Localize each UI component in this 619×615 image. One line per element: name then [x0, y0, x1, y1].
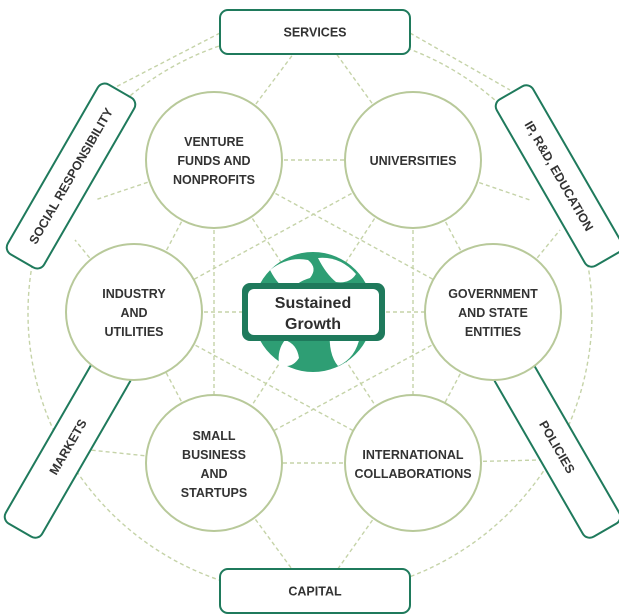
tag-services: SERVICES: [219, 9, 411, 55]
tag-policies: POLICIES: [492, 355, 619, 539]
tag-markets: MARKETS: [3, 355, 133, 539]
node-venture-funds: VENTURE FUNDS AND NONPROFITS: [145, 91, 283, 229]
node-industry-utilities: INDUSTRY AND UTILITIES: [65, 243, 203, 381]
node-government: GOVERNMENT AND STATE ENTITIES: [424, 243, 562, 381]
tag-ip-rd-education: IP, R&D, EDUCATION: [494, 84, 619, 268]
node-small-business-line1: SMALL: [192, 429, 235, 443]
node-small-business-line2: BUSINESS: [182, 448, 246, 462]
node-international-line2: COLLABORATIONS: [354, 467, 471, 481]
center-line2: Growth: [285, 316, 341, 333]
tag-services-label: SERVICES: [284, 25, 347, 39]
node-government-line2: AND STATE: [458, 306, 528, 320]
node-small-business: SMALL BUSINESS AND STARTUPS: [145, 394, 283, 532]
node-venture-line1: VENTURE: [184, 135, 244, 149]
node-industry-line3: UTILITIES: [104, 325, 163, 339]
center-label: Sustained Growth: [242, 283, 385, 341]
node-venture-line3: NONPROFITS: [173, 173, 255, 187]
node-industry-line2: AND: [120, 306, 147, 320]
node-universities-line1: UNIVERSITIES: [370, 154, 457, 168]
tag-capital-label: CAPITAL: [288, 584, 342, 598]
node-government-line1: GOVERNMENT: [448, 287, 538, 301]
node-venture-line2: FUNDS AND: [177, 154, 250, 168]
tag-social-responsibility: SOCIAL RESPONSIBILITY: [5, 82, 137, 270]
node-industry-line1: INDUSTRY: [102, 287, 166, 301]
tag-capital: CAPITAL: [219, 568, 411, 614]
node-international-line1: INTERNATIONAL: [362, 448, 464, 462]
node-small-business-line4: STARTUPS: [181, 486, 247, 500]
node-international: INTERNATIONAL COLLABORATIONS: [344, 394, 482, 532]
node-government-line3: ENTITIES: [465, 325, 521, 339]
center-line1: Sustained: [275, 295, 351, 312]
node-universities: UNIVERSITIES: [344, 91, 482, 229]
tag-social-label: SOCIAL RESPONSIBILITY: [27, 105, 117, 247]
node-small-business-line3: AND: [200, 467, 227, 481]
